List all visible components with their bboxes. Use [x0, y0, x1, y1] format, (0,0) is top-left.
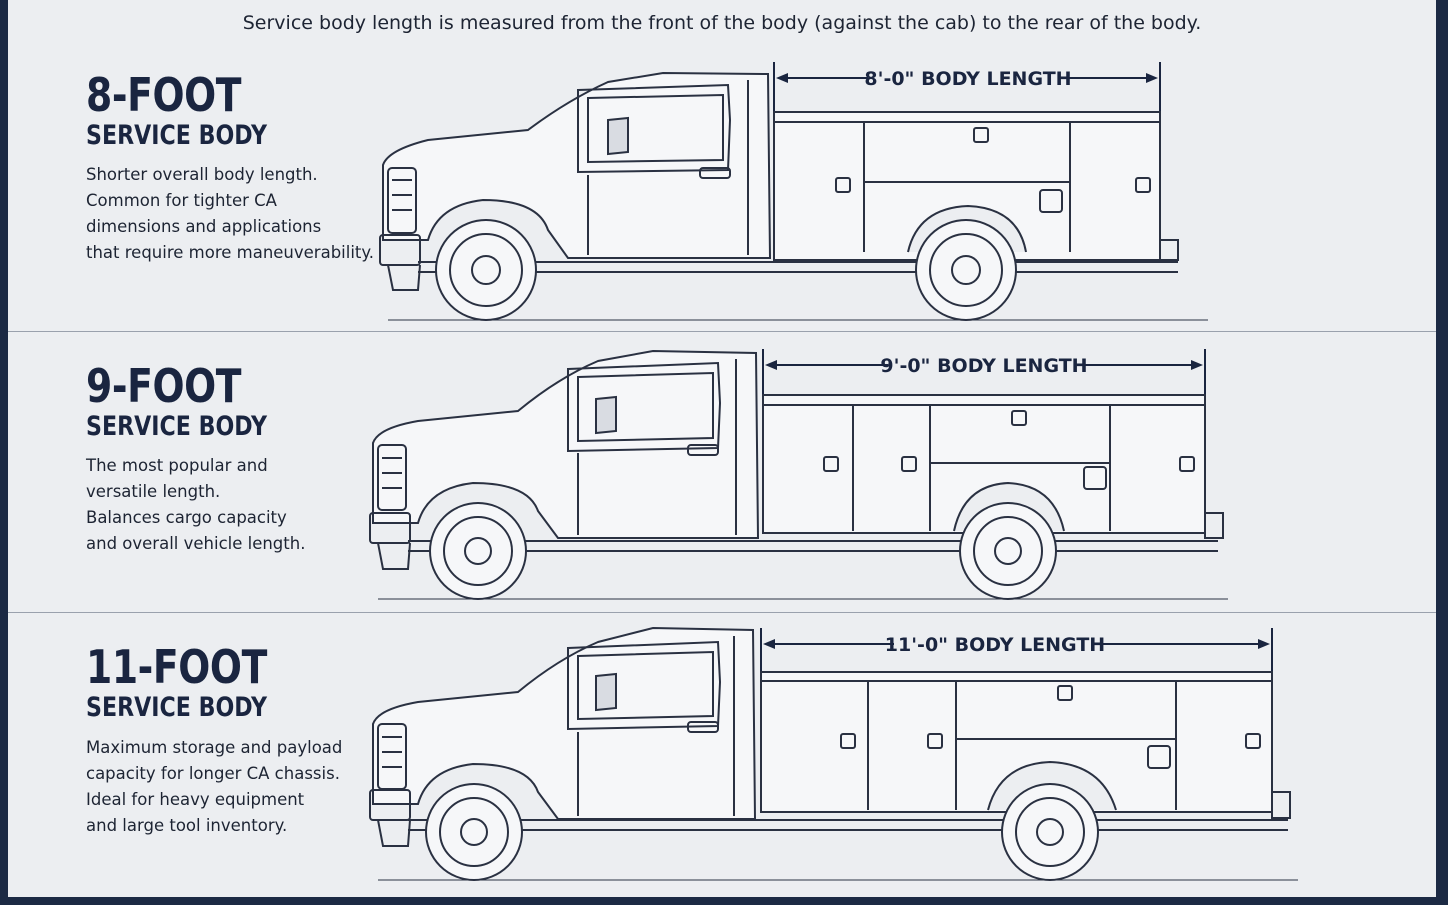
dimension-label: 11'-0" BODY LENGTH	[885, 634, 1105, 656]
description-line: Maximum storage and payload	[86, 738, 343, 757]
panel-description: Maximum storage and payload capacity for…	[86, 735, 366, 839]
panel-title: 11-FOOT	[86, 640, 267, 694]
description-line: dimensions and applications	[86, 217, 322, 236]
description-line: Common for tighter CA	[86, 191, 277, 210]
truck-outline	[369, 626, 1298, 881]
panel-9-foot: 9-FOOT SERVICE BODY The most popular and…	[8, 333, 1436, 613]
panel-subtitle: SERVICE BODY	[86, 411, 268, 442]
panel-description: Shorter overall body length. Common for …	[86, 162, 375, 266]
panel-8-foot: 8-FOOT SERVICE BODY Shorter overall body…	[8, 0, 1436, 332]
panel-11-foot: 11-FOOT SERVICE BODY Maximum storage and…	[8, 614, 1436, 897]
description-line: Ideal for heavy equipment	[86, 790, 305, 809]
dimension-label: 9'-0" BODY LENGTH	[880, 355, 1087, 377]
truck-outline	[379, 71, 1208, 321]
description-line: that require more maneuverability.	[86, 243, 375, 262]
truck-outline	[369, 349, 1228, 600]
truck-drawing-8ft: 8'-0" BODY LENGTH	[379, 62, 1208, 321]
section-divider	[8, 612, 1436, 613]
panel-description: The most popular and versatile length. B…	[86, 453, 366, 557]
dimension-line	[773, 62, 1161, 112]
truck-drawing-9ft: 9'-0" BODY LENGTH	[369, 349, 1228, 600]
infographic-frame: Service body length is measured from the…	[8, 0, 1436, 897]
description-line: and large tool inventory.	[86, 816, 288, 835]
panel-subtitle: SERVICE BODY	[86, 120, 268, 151]
description-line: Balances cargo capacity	[86, 508, 287, 527]
description-line: and overall vehicle length.	[86, 534, 306, 553]
dimension-line	[762, 349, 1206, 395]
truck-drawing-11ft: 11'-0" BODY LENGTH	[369, 626, 1298, 881]
dimension-line	[760, 628, 1273, 672]
panel-title: 9-FOOT	[86, 359, 242, 413]
description-line: capacity for longer CA chassis.	[86, 764, 340, 783]
dimension-label: 8'-0" BODY LENGTH	[864, 68, 1071, 90]
panel-title: 8-FOOT	[86, 68, 242, 122]
description-line: The most popular and	[86, 456, 268, 475]
description-line: Shorter overall body length.	[86, 165, 318, 184]
panel-subtitle: SERVICE BODY	[86, 692, 268, 723]
description-line: versatile length.	[86, 482, 221, 501]
section-divider	[8, 331, 1436, 332]
header-note: Service body length is measured from the…	[242, 12, 1202, 34]
